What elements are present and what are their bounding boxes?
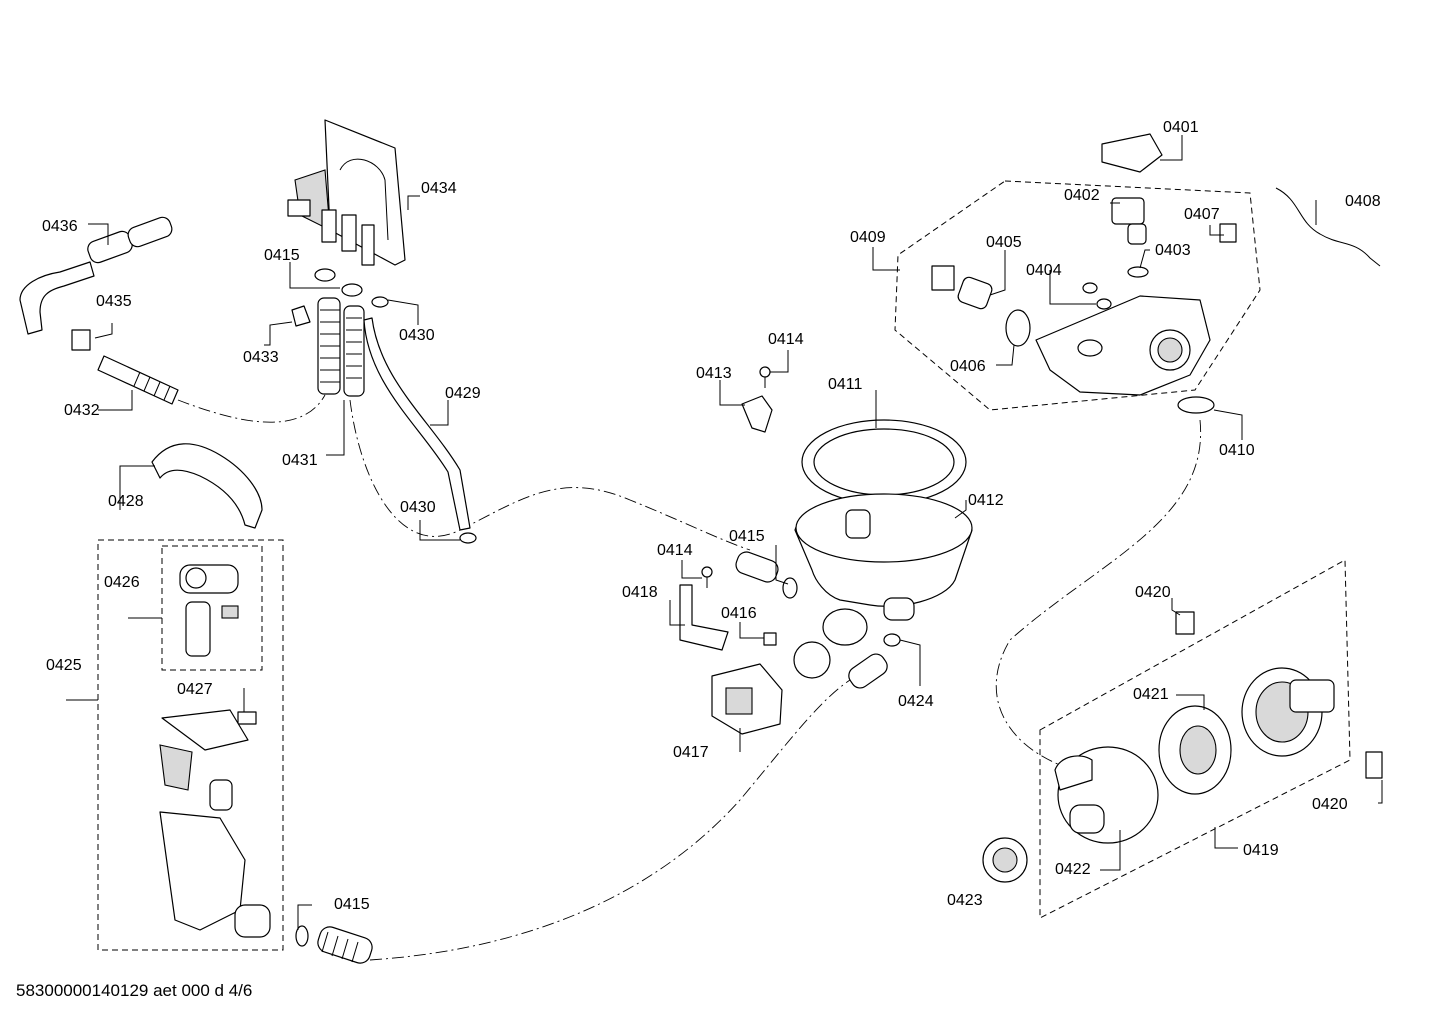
label-0423: 0423 [947, 892, 983, 909]
part-0415-seal-top-b [341, 283, 363, 297]
label-0405: 0405 [986, 234, 1022, 251]
part-0430-clamp-a [371, 296, 389, 308]
label-0430-top: 0430 [399, 327, 435, 344]
part-0402-sensor [1111, 197, 1147, 245]
label-0410: 0410 [1219, 442, 1255, 459]
part-0436-elbow-hose [19, 216, 173, 335]
drawing-reference-footer: 58300000140129 aet 000 d 4/6 [16, 981, 252, 1000]
part-0412-sump [794, 493, 973, 646]
label-0408: 0408 [1345, 193, 1381, 210]
label-0414-mid: 0414 [657, 542, 693, 559]
part-0415-o-ring [793, 641, 831, 679]
label-0415-top: 0415 [264, 247, 300, 264]
label-0403: 0403 [1155, 242, 1191, 259]
part-0425-housing [159, 709, 271, 938]
part-0420-bracket-a [1175, 611, 1195, 635]
part-0420-bracket-b [1365, 751, 1383, 779]
label-0406: 0406 [950, 358, 986, 375]
label-0436: 0436 [42, 218, 78, 235]
label-0433: 0433 [243, 349, 279, 366]
part-0401-cover [1101, 133, 1163, 173]
label-0404: 0404 [1026, 262, 1062, 279]
part-0410-clamp [1177, 396, 1215, 414]
label-0425: 0425 [46, 657, 82, 674]
label-0428: 0428 [108, 493, 144, 510]
part-0418-guide [679, 584, 729, 651]
label-0432: 0432 [64, 402, 100, 419]
part-0424-seal [883, 633, 901, 647]
label-0412: 0412 [968, 492, 1004, 509]
part-0415-seal-bottom [295, 925, 309, 947]
flow-line-right [995, 419, 1202, 766]
label-0401: 0401 [1163, 119, 1199, 136]
flow-line-hose-to-sump [349, 399, 751, 551]
label-0409: 0409 [850, 229, 886, 246]
flow-line-drain-top [177, 394, 326, 423]
part-0413-bracket [741, 395, 773, 433]
group-outline-0419 [1039, 559, 1351, 919]
part-0433-clip [291, 305, 311, 327]
group-outline-0409 [894, 180, 1261, 411]
label-0422: 0422 [1055, 861, 1091, 878]
part-0407-clip [1219, 223, 1237, 243]
label-0416: 0416 [721, 605, 757, 622]
label-0420-top: 0420 [1135, 584, 1171, 601]
part-0424-sleeve [848, 653, 888, 689]
label-0419: 0419 [1243, 842, 1279, 859]
label-0420-right: 0420 [1312, 796, 1348, 813]
label-0415-bottom: 0415 [334, 896, 370, 913]
part-0416-clip [763, 632, 777, 646]
part-0426-float-switch [179, 564, 239, 657]
part-0415-seal-center [782, 577, 798, 599]
label-0407: 0407 [1184, 206, 1220, 223]
part-0409-water-switch [1035, 295, 1211, 396]
group-outline-0425 [97, 539, 284, 951]
part-0405-valve [931, 265, 993, 310]
label-0415-center: 0415 [729, 528, 765, 545]
part-0408-cable [1275, 187, 1381, 267]
part-0414-screw-a [759, 366, 771, 388]
part-0432-drain-tube [97, 355, 179, 405]
part-0417-pump [711, 663, 783, 735]
part-0428-cover [151, 443, 263, 529]
part-0415-seal-top-a [314, 268, 336, 282]
part-0431-corrugated-hoses [317, 297, 365, 397]
part-0404-seal-a [1082, 282, 1098, 294]
label-0413: 0413 [696, 365, 732, 382]
part-0430-clamp-b [459, 532, 477, 544]
label-0424: 0424 [898, 693, 934, 710]
group-outline-0426 [161, 545, 263, 671]
label-0427: 0427 [177, 681, 213, 698]
part-0419-motor [1241, 667, 1335, 757]
label-0426: 0426 [104, 574, 140, 591]
label-0411: 0411 [828, 376, 863, 393]
part-0404-seal-b [1096, 298, 1112, 310]
label-0429: 0429 [445, 385, 481, 402]
part-0403-o-ring [1127, 266, 1149, 278]
label-0421: 0421 [1133, 686, 1169, 703]
part-0429-hose [363, 317, 471, 531]
label-0417: 0417 [673, 744, 709, 761]
label-0434: 0434 [421, 180, 457, 197]
label-0430-bottom: 0430 [400, 499, 436, 516]
part-0435-bracket [71, 329, 91, 351]
part-0434-air-break [287, 119, 406, 266]
part-0415-sleeve-bottom [317, 926, 373, 964]
part-0427-clip [237, 711, 257, 725]
label-0435: 0435 [96, 293, 132, 310]
part-0415-sleeve-center [735, 551, 779, 583]
label-0414-top: 0414 [768, 331, 804, 348]
part-0422-pump-housing [1054, 746, 1159, 844]
label-0418: 0418 [622, 584, 658, 601]
label-0431: 0431 [282, 452, 318, 469]
part-0421-impeller-cover [1158, 705, 1232, 795]
flow-line-bottom [369, 679, 851, 961]
part-0406-o-ring [1005, 309, 1031, 347]
label-0402: 0402 [1064, 187, 1100, 204]
part-0414-screw-b [701, 566, 713, 588]
